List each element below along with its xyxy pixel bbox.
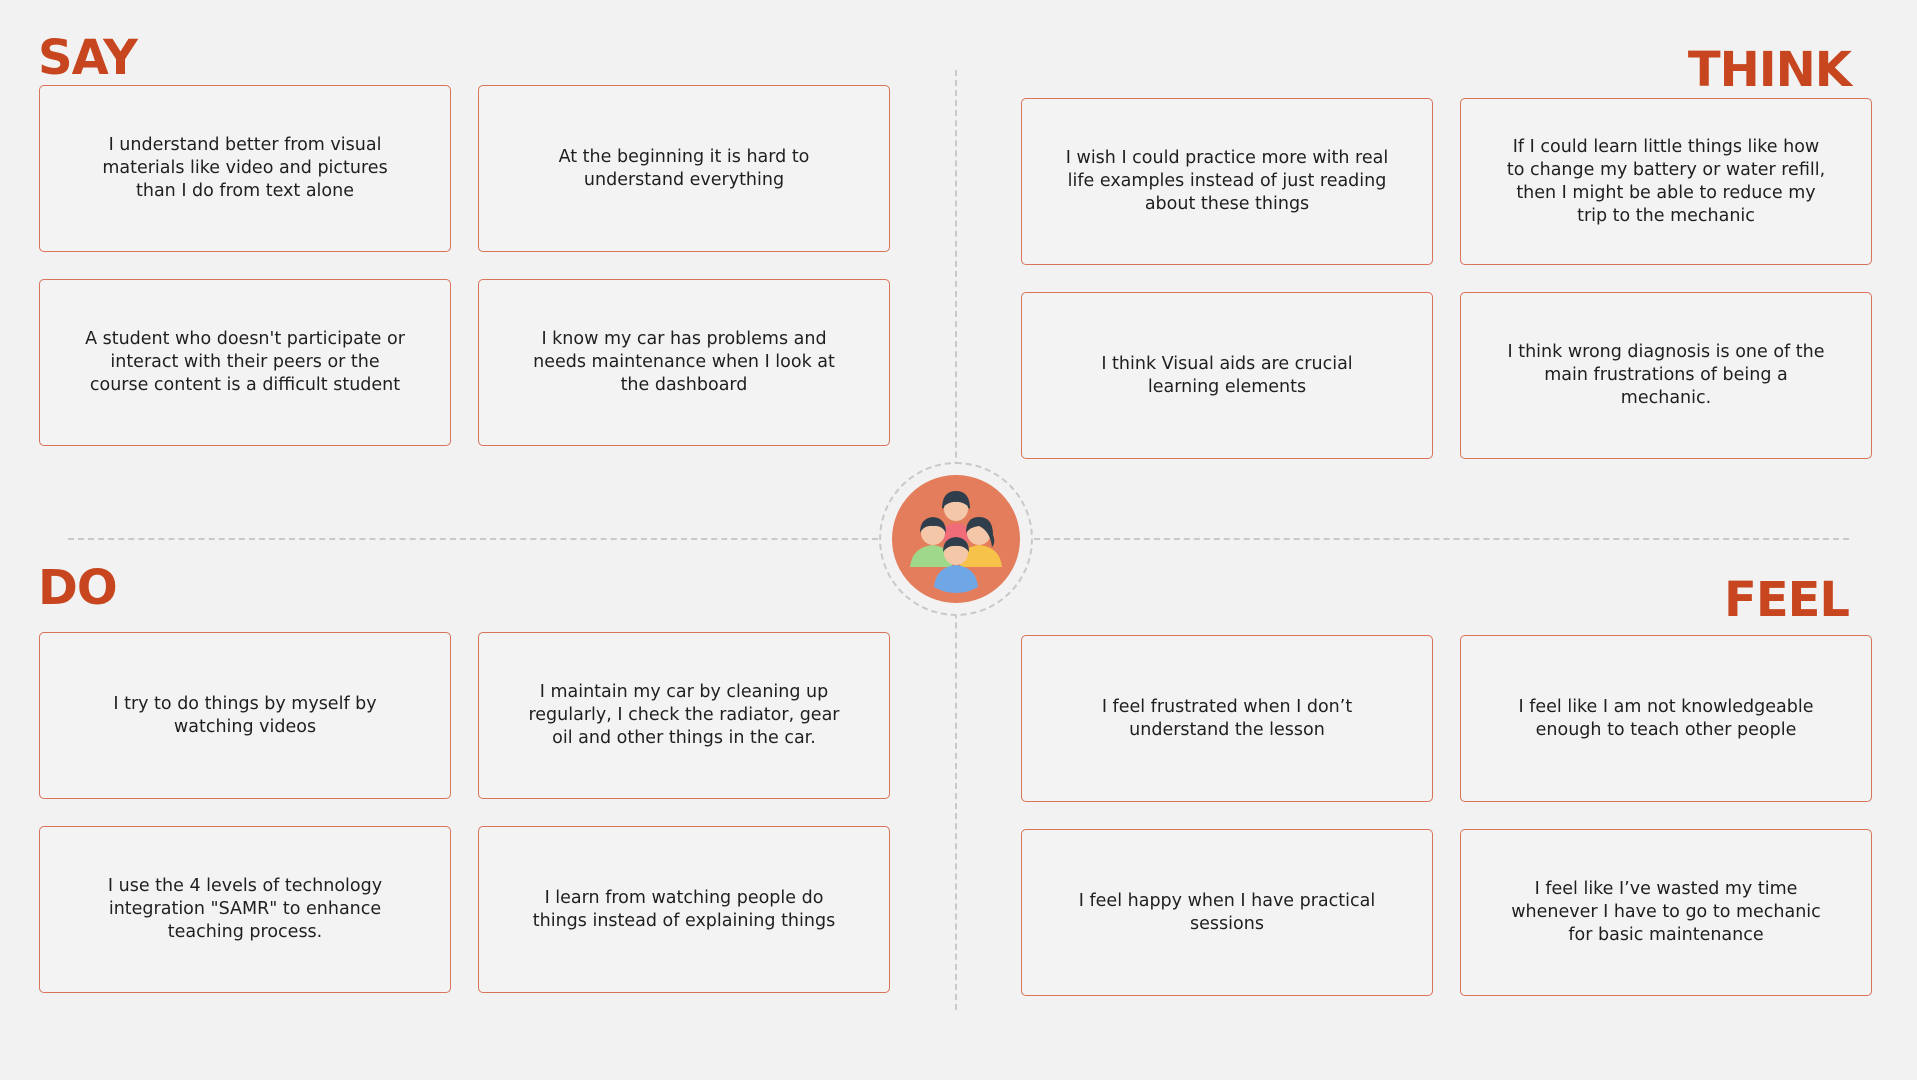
think-card-text: If I could learn little things like how … [1506,136,1826,226]
feel-card-text: I feel like I am not knowledgeable enoug… [1518,696,1814,740]
say-card: I know my car has problems and needs mai… [478,279,890,446]
say-card-text: I know my car has problems and needs mai… [533,329,835,395]
do-card: I try to do things by myself by watching… [39,632,451,799]
think-card: I think wrong diagnosis is one of the ma… [1460,292,1872,459]
do-card-text: I learn from watching people do things i… [532,887,836,931]
feel-card-text: I feel like I’ve wasted my time whenever… [1511,879,1821,945]
do-card: I use the 4 levels of technology integra… [39,826,451,993]
feel-card-text: I feel happy when I have practical sessi… [1078,890,1376,934]
do-heading: DO [38,560,118,616]
think-card-text: I think Visual aids are crucial learning… [1101,353,1353,397]
think-card-text: I wish I could practice more with real l… [1065,148,1389,214]
think-card: I wish I could practice more with real l… [1021,98,1433,265]
do-card-text: I use the 4 levels of technology integra… [107,876,383,942]
think-heading: THINK [1687,42,1852,98]
users-group-icon [892,475,1020,603]
think-card-text: I think wrong diagnosis is one of the ma… [1507,342,1825,408]
horizontal-divider-left [68,538,878,540]
say-card-text: At the beginning it is hard to understan… [558,146,810,190]
do-card-text: I try to do things by myself by watching… [113,693,377,737]
say-heading: SAY [38,30,138,86]
feel-card: I feel happy when I have practical sessi… [1021,829,1433,996]
horizontal-divider-right [1034,538,1849,540]
do-card: I learn from watching people do things i… [478,826,890,993]
feel-card: I feel like I am not knowledgeable enoug… [1460,635,1872,802]
feel-card-text: I feel frustrated when I don’t understan… [1101,696,1353,740]
do-card: I maintain my car by cleaning up regular… [478,632,890,799]
feel-heading: FEEL [1724,572,1850,628]
say-card: At the beginning it is hard to understan… [478,85,890,252]
feel-card: I feel frustrated when I don’t understan… [1021,635,1433,802]
think-card: I think Visual aids are crucial learning… [1021,292,1433,459]
say-card-text: A student who doesn't participate or int… [85,329,405,395]
say-card-text: I understand better from visual material… [102,135,388,201]
think-card: If I could learn little things like how … [1460,98,1872,265]
feel-card: I feel like I’ve wasted my time whenever… [1460,829,1872,996]
say-card: I understand better from visual material… [39,85,451,252]
say-card: A student who doesn't participate or int… [39,279,451,446]
do-card-text: I maintain my car by cleaning up regular… [528,682,840,748]
